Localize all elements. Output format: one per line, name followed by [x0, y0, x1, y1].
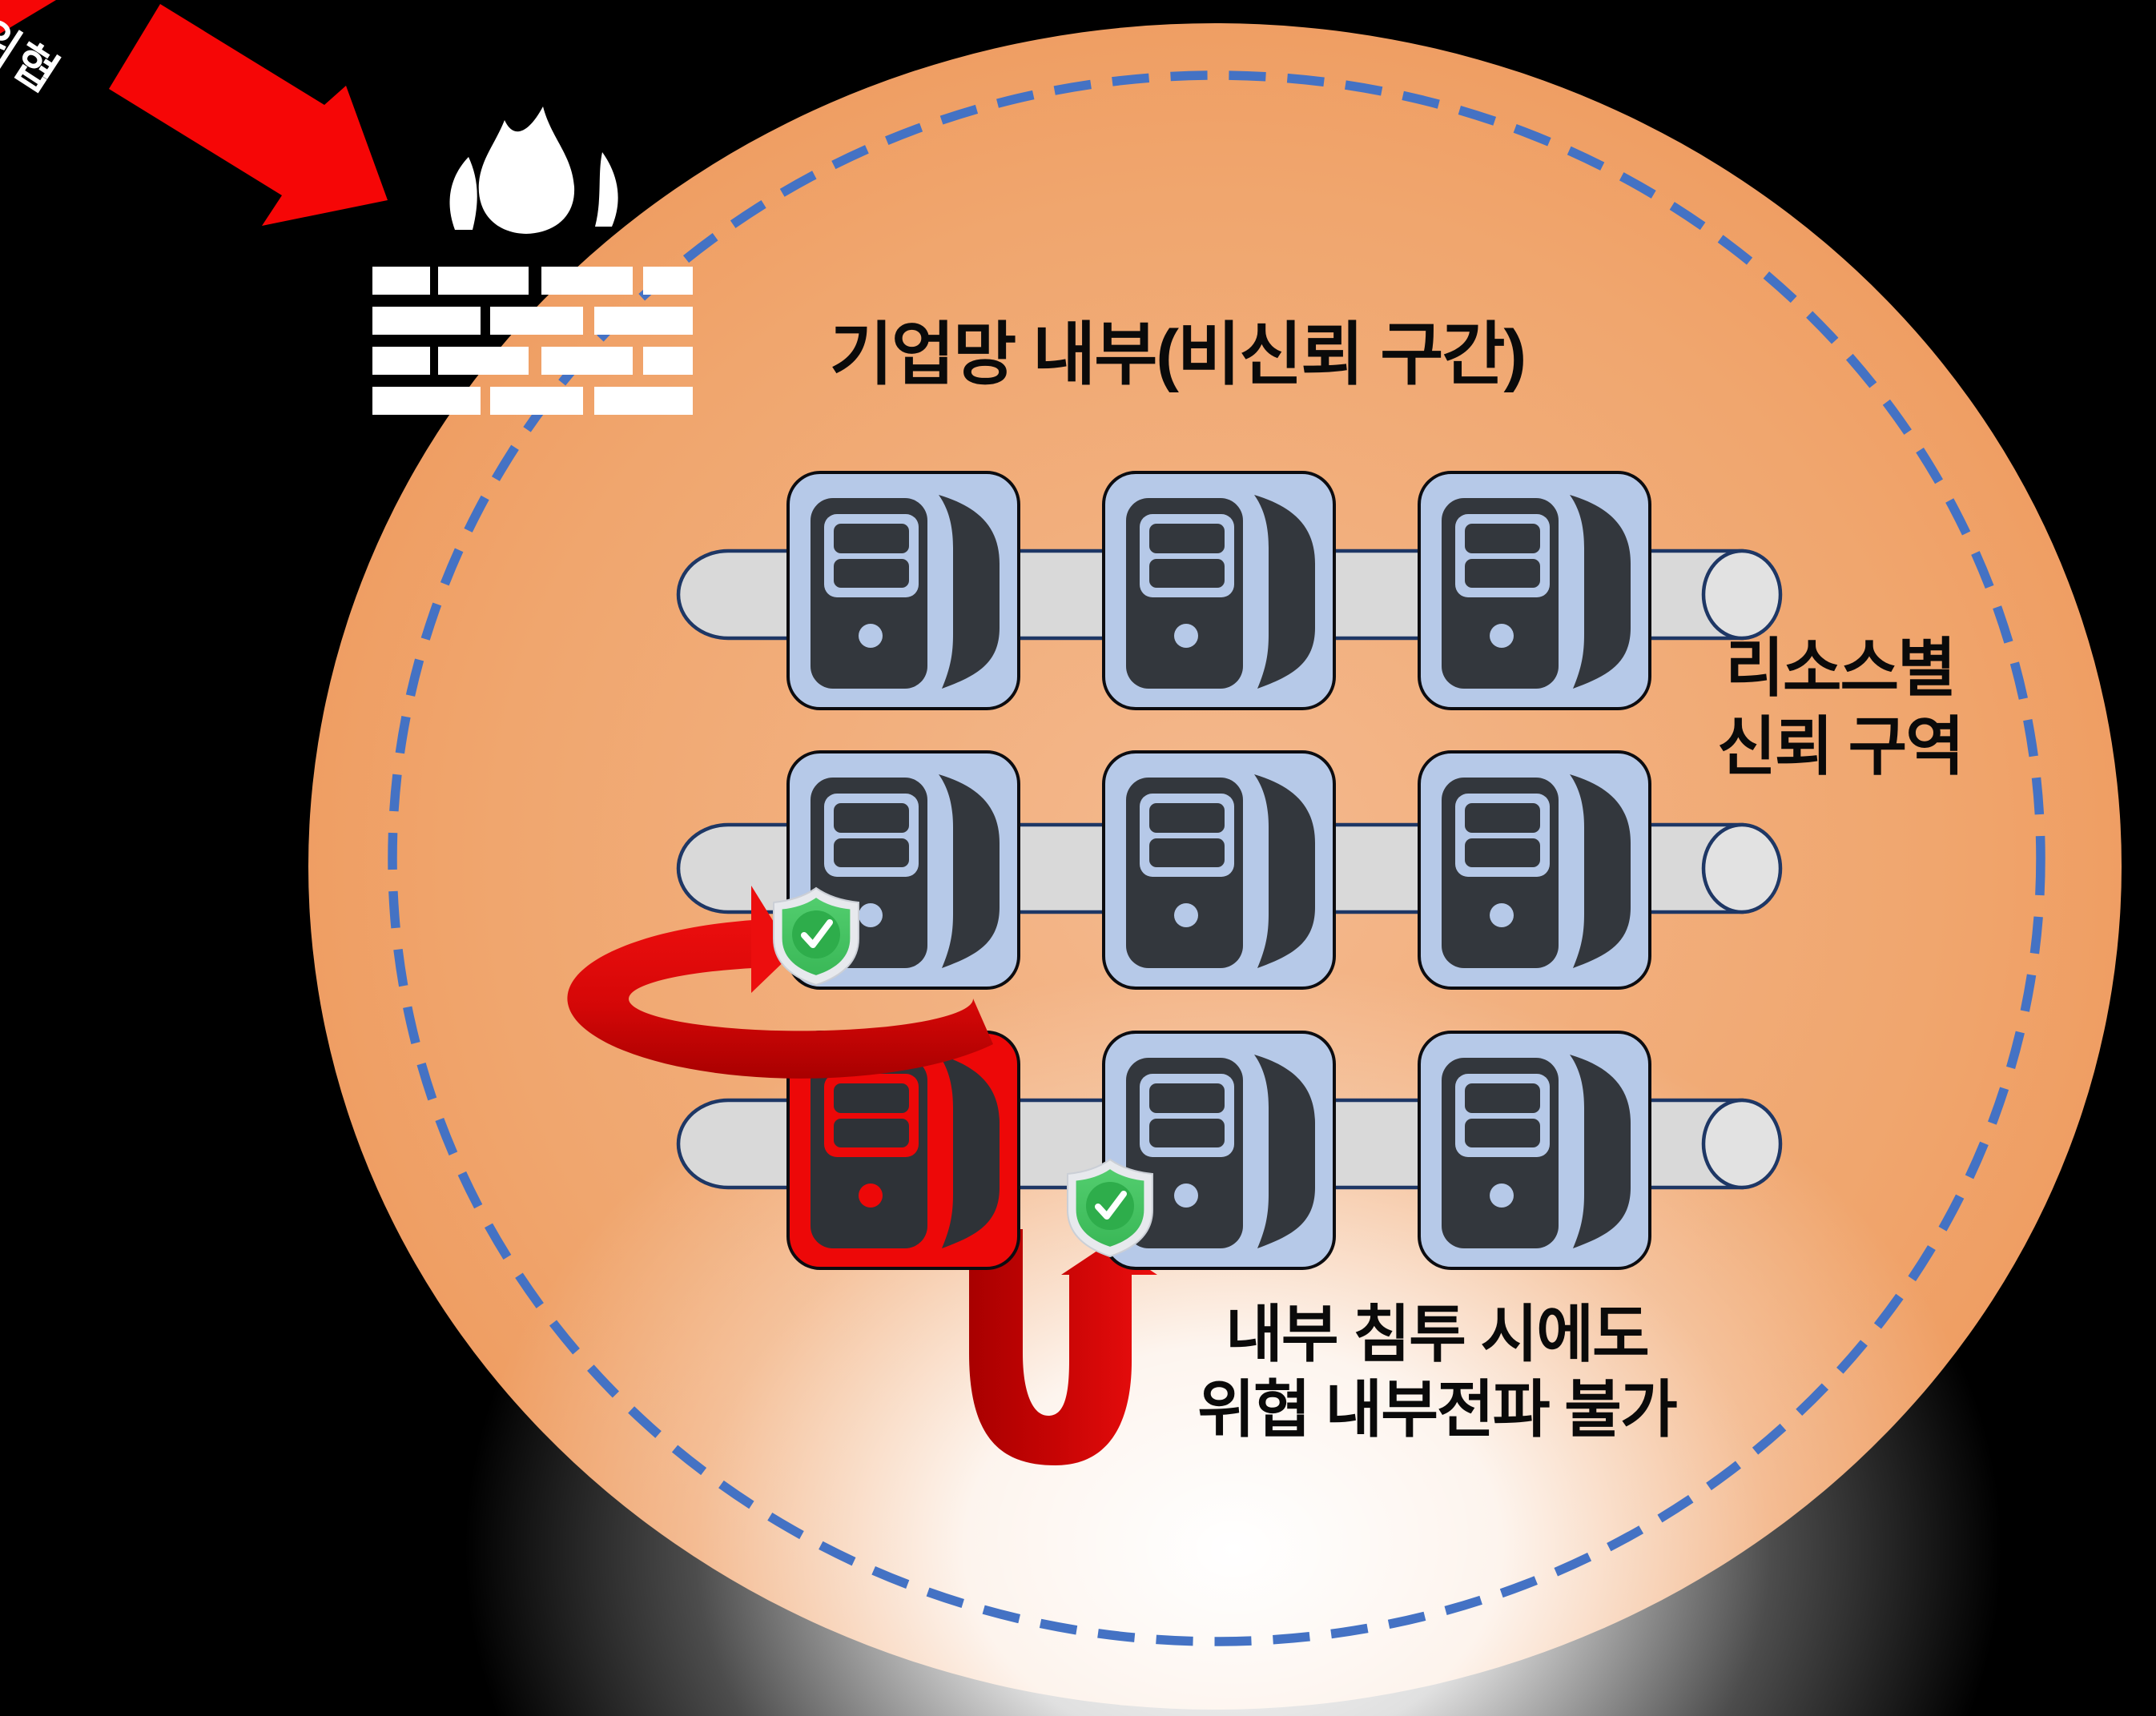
trust-boundary-ring [388, 70, 2045, 1646]
bottom-note: 내부 침투 시에도 위협 내부전파 불가 [1112, 1297, 1762, 1447]
flame-icon [449, 106, 618, 234]
server-node [1102, 471, 1336, 710]
bottom-note-line1: 내부 침투 시에도 [1225, 1299, 1650, 1369]
resource-trust-label-line2: 신뢰 구역 [1717, 710, 1965, 782]
threat-arrow [0, 0, 388, 226]
brick-wall-icon [372, 267, 693, 415]
server-node [1418, 471, 1651, 710]
resource-trust-label-line1: 리소스별 [1725, 633, 1956, 704]
firewall-icon [372, 106, 693, 415]
zone-title: 기업망 내부(비신뢰 구간) [829, 316, 1526, 393]
resource-trust-label: 리소스별 신뢰 구역 [1650, 629, 2030, 786]
blocked-loop-arrow [567, 886, 993, 1079]
blocked-up-arrow [969, 1229, 1157, 1465]
bottom-note-line2: 위협 내부전파 불가 [1197, 1373, 1677, 1445]
